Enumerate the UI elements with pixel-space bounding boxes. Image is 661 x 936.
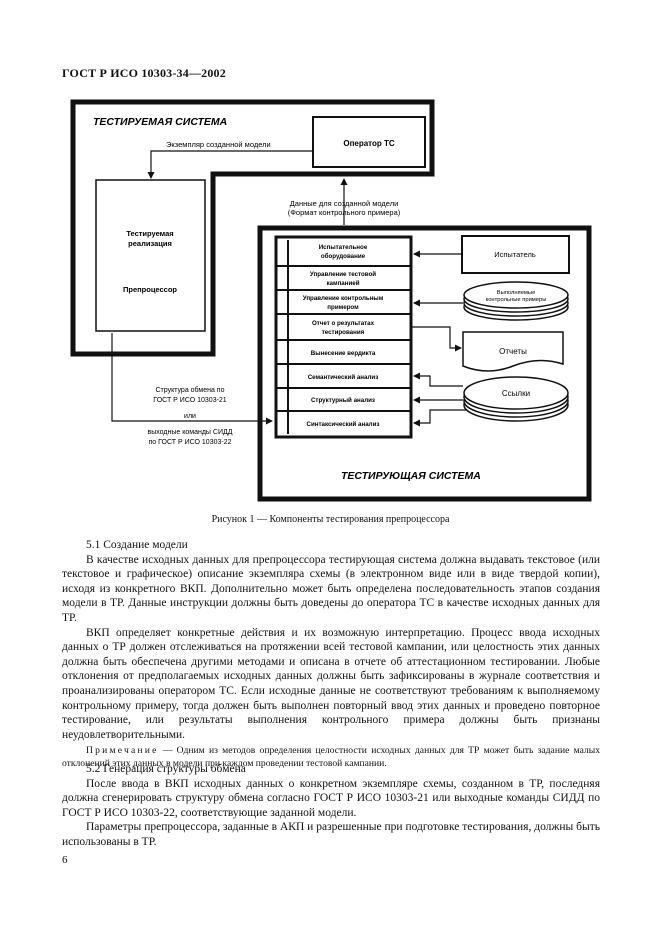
tester-box — [461, 235, 570, 274]
exchange-arrow — [111, 333, 273, 425]
testing-system-frame — [257, 225, 592, 502]
tester-label: Испытатель — [494, 250, 536, 259]
input-data-line1: Данные для созданной модели — [290, 199, 399, 208]
instance-arrow-label: Экземпляр созданной модели — [166, 140, 271, 149]
reports-document — [462, 331, 564, 372]
preprocessor-label: Препроцессор — [123, 285, 177, 294]
input-data-line2: (Формат контрольного примера) — [288, 208, 401, 217]
module-report-line2: тестирования — [322, 329, 365, 336]
document-header: ГОСТ Р ИСО 10303-34—2002 — [62, 66, 226, 80]
exchange-line1: Структура обмена по — [156, 386, 225, 394]
section-5-2-para2: Параметры препроцессора, заданные в АКП … — [62, 821, 600, 848]
tested-system-border — [70, 99, 435, 357]
ref-semantic-arrow — [413, 372, 463, 387]
module-stack — [274, 235, 413, 439]
section-5-1-heading: 5.1 Создание модели — [86, 539, 188, 551]
reports-arrow — [411, 326, 462, 352]
implementation-line2: реализация — [128, 239, 172, 248]
implementation-line1: Тестируемая — [126, 229, 173, 238]
section-5-1-para1: В качестве исходных данных для препроцес… — [62, 553, 600, 624]
module-semantic: Семантический анализ — [308, 374, 379, 381]
operator-label: Оператор ТС — [343, 139, 395, 148]
section-5-2: 5.2 Генерация структуры обмена После вво… — [62, 762, 600, 850]
page-number: 6 — [62, 854, 68, 866]
module-campaign-line1: Управление тестовой — [310, 271, 376, 278]
module-test-equipment-line1: Испытательное — [319, 244, 368, 251]
module-test-equipment-line2: оборудование — [321, 253, 366, 260]
section-5-1-note: Примечание — Одним из методов определени… — [62, 745, 600, 770]
tested-system-title: ТЕСТИРУЕМАЯ СИСТЕМА — [93, 116, 227, 128]
exchange-line2: ГОСТ Р ИСО 10303-21 — [153, 397, 227, 404]
implementation-box — [95, 179, 206, 332]
module-testcase-line2: примером — [327, 304, 359, 311]
module-report-line1: Отчет о результатах — [312, 320, 375, 327]
module-campaign-line2: кампанией — [326, 280, 359, 287]
ref-syntax-arrow — [413, 409, 466, 427]
note-label: Примечание — [86, 745, 159, 757]
section-5-1-para2: ВКП определяет конкретные действия и их … — [62, 626, 600, 741]
module-verdict: Вынесение вердикта — [311, 350, 376, 357]
references-label: Ссылки — [502, 389, 530, 398]
section-5-1: 5.1 Создание модели В качестве исходных … — [62, 538, 600, 771]
module-testcase-line1: Управление контрольным — [303, 295, 384, 302]
figure-diagram: ТЕСТИРУЕМАЯ СИСТЕМА Оператор ТС Экземпля… — [70, 99, 592, 502]
test-cases-line1: Выполняемые — [497, 290, 536, 296]
test-cases-line2: контрольные примеры — [486, 297, 547, 303]
section-5-2-para1: После ввода в ВКП исходных данных о конк… — [62, 777, 600, 819]
module-syntax: Синтаксический анализ — [307, 421, 380, 428]
note-text: — Одним из методов определения целостнос… — [62, 745, 600, 769]
exchange-line3: или — [184, 413, 196, 420]
section-5-2-heading: 5.2 Генерация структуры обмена — [86, 763, 246, 775]
references-disk — [463, 376, 569, 422]
test-cases-disk — [463, 281, 569, 321]
module-structural: Структурный анализ — [311, 397, 375, 404]
instance-arrow — [147, 150, 313, 179]
exchange-line5: по ГОСТ Р ИСО 10303-22 — [148, 439, 231, 446]
reports-label: Отчеты — [499, 347, 527, 356]
testing-system-title: ТЕСТИРУЮЩАЯ СИСТЕМА — [341, 470, 481, 482]
exchange-line4: выходные команды СИДД — [148, 429, 233, 436]
figure-caption: Рисунок 1 — Компоненты тестирования преп… — [211, 514, 450, 525]
operator-box — [312, 116, 426, 168]
